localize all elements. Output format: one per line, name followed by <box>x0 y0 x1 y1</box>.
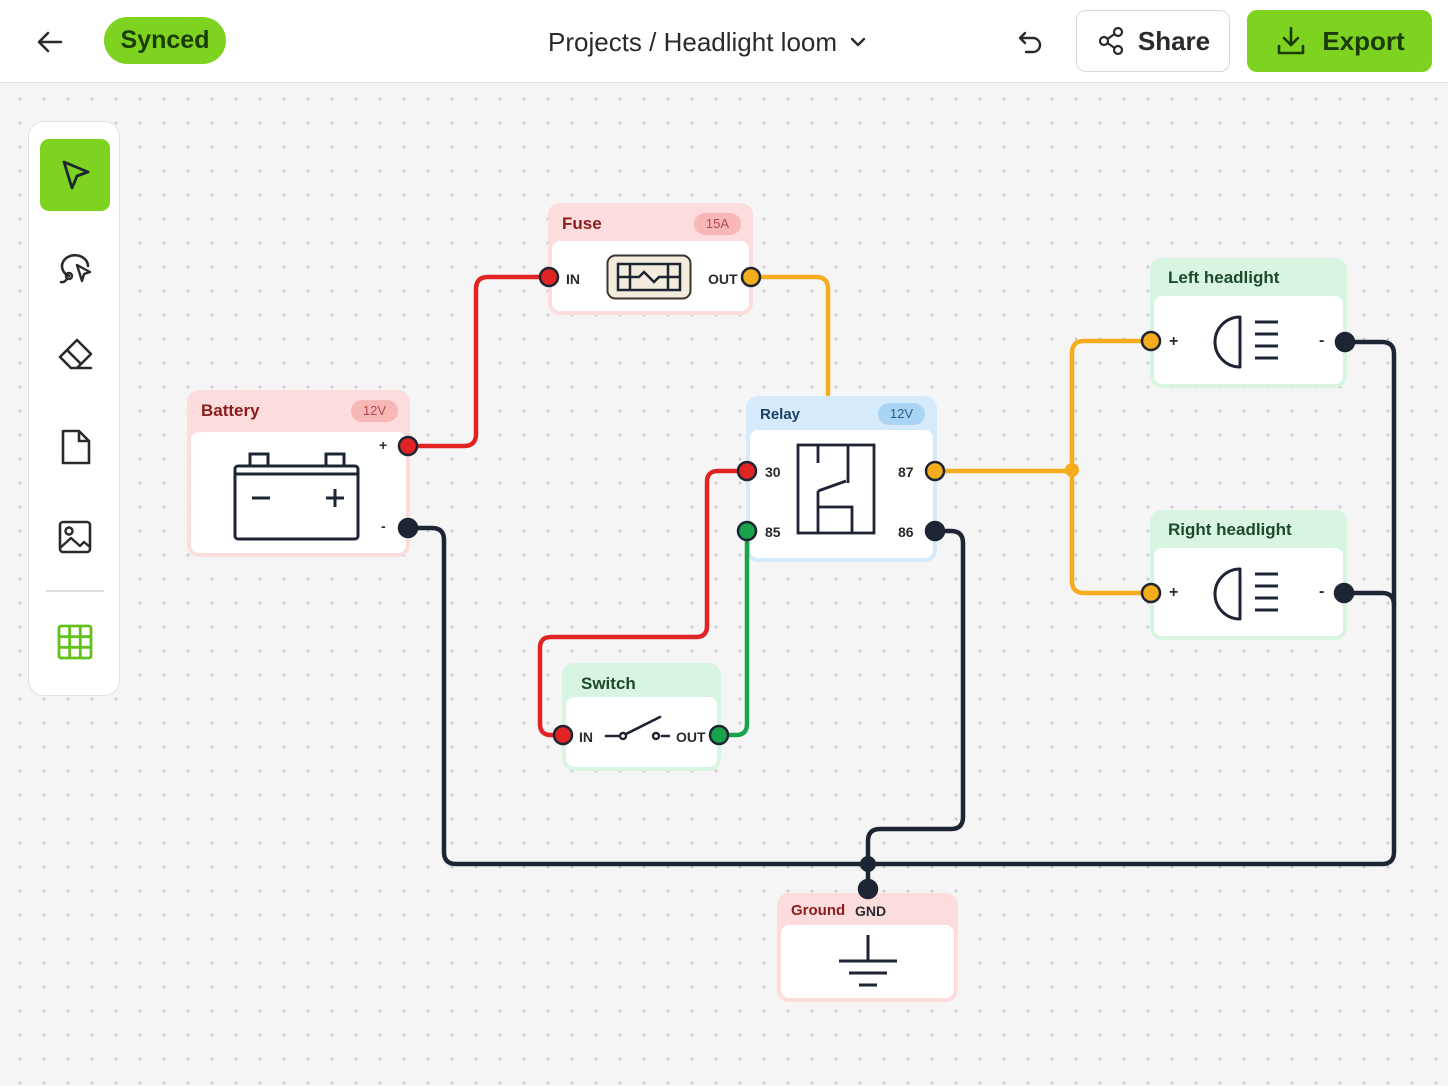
rating-badge: 15A <box>693 213 741 235</box>
wire-junction <box>1065 463 1079 477</box>
port-ground <box>857 878 879 900</box>
pin-label: 30 <box>765 464 781 480</box>
port-right-headlight-positive <box>1140 582 1162 604</box>
grid-tool[interactable] <box>40 606 110 678</box>
node-title: Relay <box>760 406 801 423</box>
tool-palette <box>28 121 120 696</box>
grid-icon <box>57 624 93 660</box>
node-title: Fuse <box>562 214 602 233</box>
left-headlight-node[interactable]: Left headlight + - <box>1150 258 1347 388</box>
pin-label: 86 <box>898 524 914 540</box>
lasso-icon <box>59 253 92 284</box>
port-label: OUT <box>708 271 738 287</box>
top-bar: Synced Projects / Headlight loom Share E… <box>0 0 1448 83</box>
pin-label: 85 <box>765 524 781 540</box>
ground-node[interactable]: Ground GND <box>777 893 958 1002</box>
relay-node[interactable]: Relay 12V 30 85 87 86 <box>746 396 937 562</box>
port-label: - <box>1319 583 1325 600</box>
battery-node[interactable]: Battery 12V + - <box>187 390 410 557</box>
battery-icon <box>233 452 360 541</box>
port-label: + <box>379 437 388 453</box>
back-button[interactable] <box>30 22 70 62</box>
undo-icon <box>1018 31 1042 54</box>
gnd-label: GND <box>855 903 887 919</box>
export-button[interactable]: Export <box>1247 10 1432 72</box>
wire-battery-to-fuse <box>405 274 552 449</box>
wire-right-headlight-ground <box>1341 590 1397 608</box>
port-relay-85 <box>736 520 758 542</box>
wire-relay86-ground <box>865 528 966 892</box>
download-icon <box>1278 26 1305 55</box>
node-title: Switch <box>581 674 636 693</box>
wire-junction <box>860 856 876 872</box>
port-label: IN <box>566 271 580 287</box>
port-label: + <box>1169 333 1179 350</box>
share-button[interactable]: Share <box>1076 10 1230 72</box>
node-title: Right headlight <box>1168 520 1292 539</box>
sync-status-badge: Synced <box>104 17 226 64</box>
wire-relay87-to-headlights <box>932 338 1154 596</box>
image-tool[interactable] <box>40 501 110 573</box>
share-label: Share <box>1137 25 1211 56</box>
port-battery-negative <box>397 517 419 539</box>
port-label: - <box>381 518 386 534</box>
node-title: Ground <box>791 902 846 919</box>
voltage-badge: 12V <box>350 400 398 422</box>
port-switch-in <box>552 724 574 746</box>
wire-switch-to-relay85 <box>716 528 750 738</box>
fuse-icon <box>606 254 692 300</box>
pin-label: 87 <box>898 464 914 480</box>
share-icon <box>1098 26 1123 56</box>
lasso-tool[interactable] <box>40 230 110 302</box>
eraser-icon <box>58 338 93 370</box>
select-tool[interactable] <box>40 139 110 211</box>
voltage-badge: 12V <box>877 403 925 425</box>
port-fuse-out <box>740 266 762 288</box>
port-right-headlight-negative <box>1333 582 1355 604</box>
chevron-down-icon <box>850 37 866 47</box>
port-left-headlight-positive <box>1140 330 1162 352</box>
port-switch-out <box>708 724 730 746</box>
headlight-icon <box>1213 315 1278 369</box>
ground-icon <box>839 935 897 987</box>
node-title: Battery <box>201 401 260 420</box>
page-icon <box>61 429 91 465</box>
node-title: Left headlight <box>1168 268 1280 287</box>
note-tool[interactable] <box>40 411 110 483</box>
export-label: Export <box>1322 25 1405 56</box>
fuse-node[interactable]: Fuse 15A IN OUT <box>548 203 753 315</box>
headlight-icon <box>1213 567 1278 621</box>
breadcrumb[interactable]: Projects / Headlight loom <box>548 22 871 62</box>
port-label: OUT <box>676 729 706 745</box>
undo-button[interactable] <box>1010 22 1050 62</box>
breadcrumb-text: Projects / Headlight loom <box>548 26 838 57</box>
toolbar-divider <box>46 590 104 592</box>
port-label: - <box>1319 332 1325 349</box>
wire-battery-ground <box>405 339 1397 867</box>
cursor-arrow-icon <box>62 160 90 190</box>
right-headlight-node[interactable]: Right headlight + - <box>1150 510 1347 640</box>
image-icon <box>58 520 92 554</box>
port-fuse-in <box>538 266 560 288</box>
eraser-tool[interactable] <box>40 319 110 391</box>
arrow-left-icon <box>37 31 63 53</box>
port-battery-positive <box>397 435 419 457</box>
relay-icon <box>796 443 876 535</box>
wire-fuse-to-relay <box>748 274 831 397</box>
port-relay-87 <box>924 460 946 482</box>
port-relay-30 <box>736 460 758 482</box>
port-label: IN <box>579 729 593 745</box>
port-relay-86 <box>924 520 946 542</box>
port-left-headlight-negative <box>1334 331 1356 353</box>
port-label: + <box>1169 584 1179 601</box>
switch-node[interactable]: Switch IN OUT <box>562 663 721 771</box>
switch-icon <box>604 715 670 741</box>
wire-relay30-to-switch <box>537 468 750 738</box>
